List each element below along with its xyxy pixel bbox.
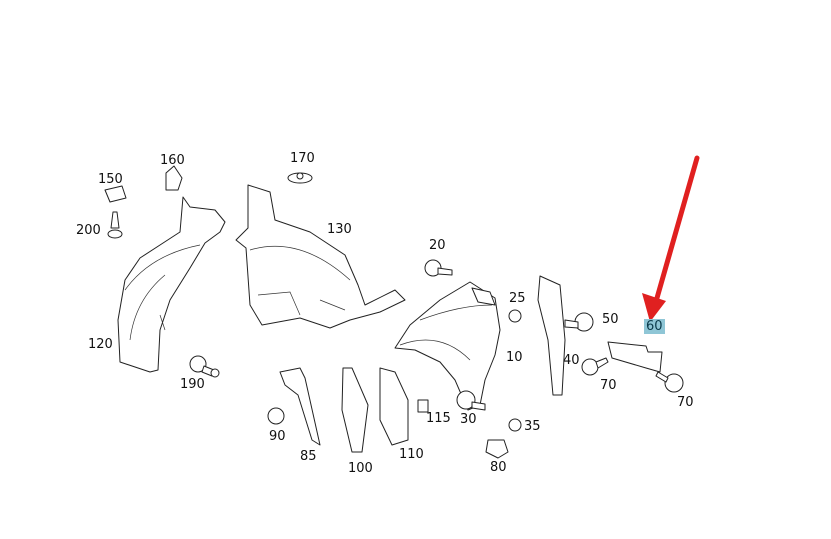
red-arrow-pointer <box>642 155 700 322</box>
part-10-fender <box>394 281 501 411</box>
label-190: 190 <box>180 377 205 392</box>
part-130-liner <box>235 184 406 329</box>
label-80: 80 <box>490 460 507 475</box>
label-170: 170 <box>290 151 315 166</box>
label-200: 200 <box>76 223 101 238</box>
label-70-b: 70 <box>677 395 694 410</box>
label-30: 30 <box>460 412 477 427</box>
part-120-wheel-liner <box>117 196 226 373</box>
label-90: 90 <box>269 429 286 444</box>
label-100: 100 <box>348 461 373 476</box>
label-110: 110 <box>399 447 424 462</box>
label-25: 25 <box>509 291 526 306</box>
label-115: 115 <box>426 411 451 426</box>
label-120: 120 <box>88 337 113 352</box>
part-85-bracket <box>279 367 321 446</box>
label-20: 20 <box>429 238 446 253</box>
fasteners <box>104 165 684 459</box>
label-160: 160 <box>160 153 185 168</box>
label-60-highlighted: 60 <box>644 319 665 334</box>
label-85: 85 <box>300 449 317 464</box>
part-40-strip <box>537 275 566 396</box>
label-130: 130 <box>327 222 352 237</box>
label-10: 10 <box>506 350 523 365</box>
part-100-bracket <box>341 367 369 453</box>
label-150: 150 <box>98 172 123 187</box>
label-50: 50 <box>602 312 619 327</box>
label-40: 40 <box>563 353 580 368</box>
label-35: 35 <box>524 419 541 434</box>
part-110-bracket <box>379 367 409 446</box>
label-70-a: 70 <box>600 378 617 393</box>
